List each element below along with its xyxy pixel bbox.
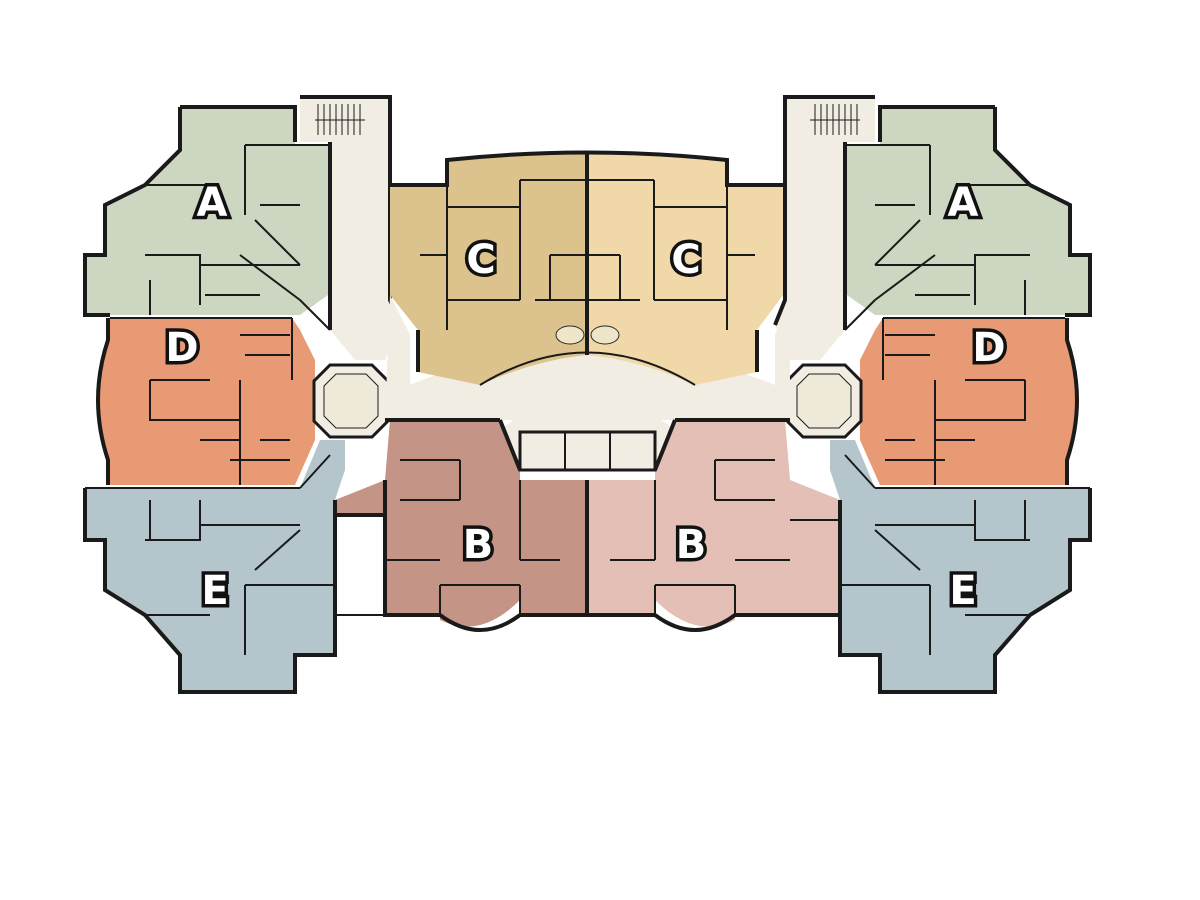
left-wing — [83, 95, 402, 694]
unit-label-d-right: D — [972, 325, 1005, 371]
unit-label-b-right: B — [676, 522, 707, 568]
unit-label-e-left: E — [201, 568, 228, 614]
tub-icon — [555, 325, 585, 345]
unit-label-b-left: B — [463, 522, 494, 568]
elevator-bank — [518, 430, 657, 472]
tub-icon — [590, 325, 620, 345]
unit-label-a-right: A — [948, 180, 979, 226]
unit-label-c-left: C — [466, 237, 495, 283]
unit-label-c-right: C — [671, 237, 700, 283]
corridor-left — [330, 142, 400, 360]
center-bottom — [333, 395, 842, 632]
center-top — [385, 150, 790, 420]
unit-c-left — [390, 152, 587, 385]
unit-a-left — [85, 107, 335, 315]
unit-label-a-left: A — [197, 180, 228, 226]
unit-b-right — [587, 420, 840, 627]
unit-b-left — [335, 420, 587, 627]
unit-labels: A C C A D D B B E E — [162, 177, 1009, 618]
right-wing — [773, 95, 1092, 694]
stair-icon-right — [810, 104, 860, 135]
unit-d-right — [860, 318, 1077, 485]
unit-c-right — [587, 152, 783, 385]
unit-label-e-right: E — [949, 568, 976, 614]
corridor-center — [385, 295, 790, 420]
unit-label-d-left: D — [165, 325, 198, 371]
stair-icon — [315, 104, 365, 135]
unit-d-left — [98, 318, 315, 485]
unit-a-right — [840, 107, 1090, 315]
